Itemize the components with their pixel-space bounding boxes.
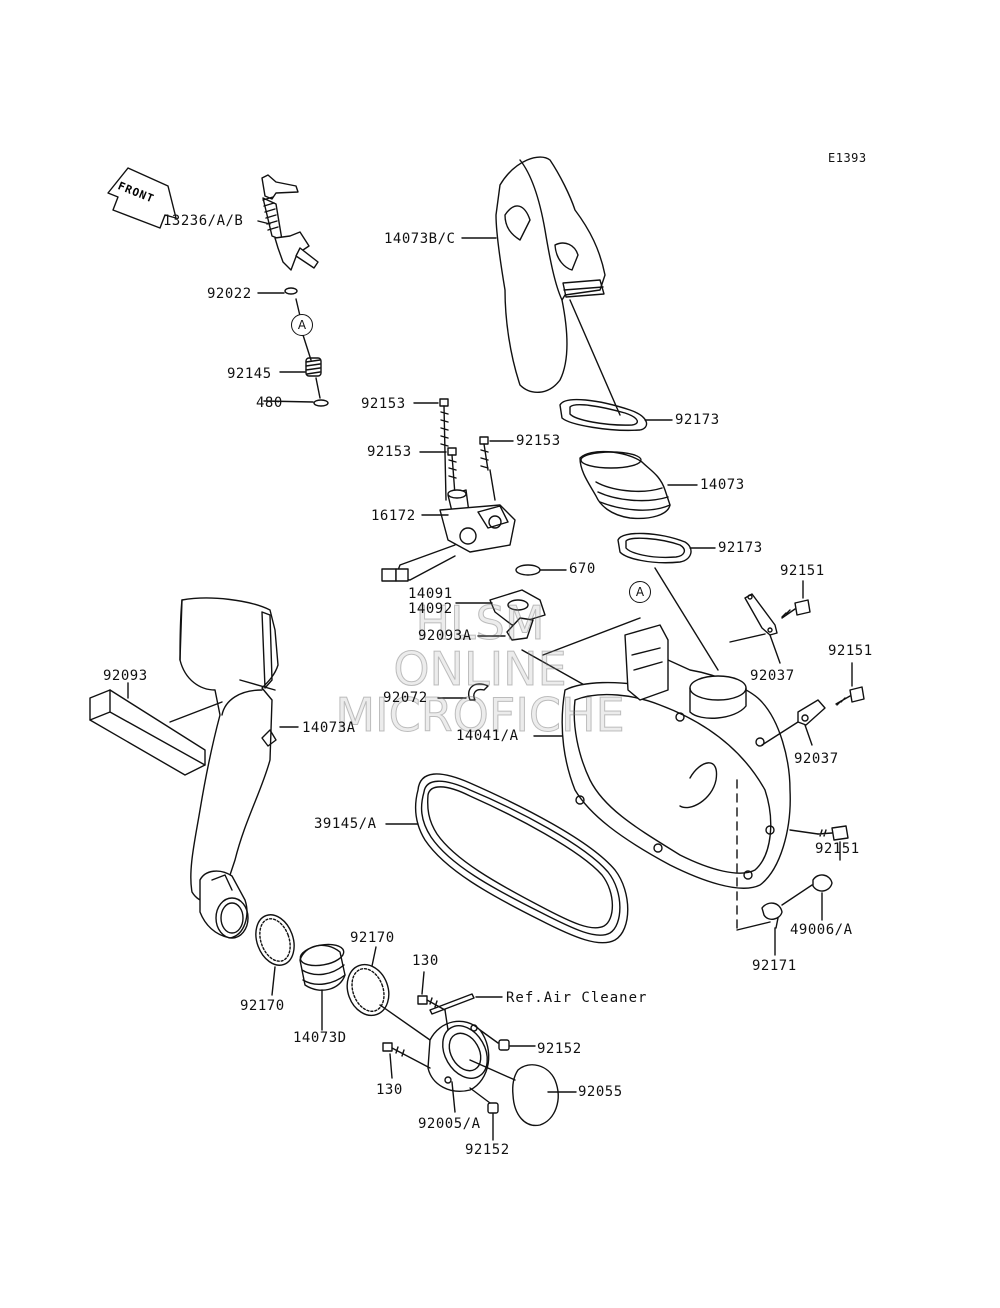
- seal-92093a: [506, 617, 534, 641]
- spring-92145: [305, 357, 322, 377]
- servo-actuator: [381, 489, 516, 582]
- part-label: 14091: [408, 586, 453, 602]
- part-label: 92152: [465, 1142, 510, 1158]
- o-ring-670: [515, 564, 541, 576]
- part-label: 92037: [794, 751, 839, 767]
- clamp-92170-left: [255, 914, 295, 966]
- bolt-92153-a: [439, 398, 449, 501]
- part-label: 92173: [675, 412, 720, 428]
- part-label: 14092: [408, 601, 453, 617]
- gasket-lower: [617, 532, 692, 564]
- filter-element: [89, 689, 206, 776]
- clip-92072: [468, 683, 489, 701]
- part-label: 16172: [371, 508, 416, 524]
- clamp-92170-right: [346, 963, 390, 1017]
- lower-duct: [179, 597, 279, 939]
- part-label: 92170: [240, 998, 285, 1014]
- screw-130-upper: [417, 995, 446, 1011]
- pin: [429, 993, 475, 1015]
- part-label: 92093: [103, 668, 148, 684]
- part-label: 130: [376, 1082, 403, 1098]
- vent-cap: [427, 1020, 490, 1092]
- bracket-92037-lower: [797, 699, 826, 726]
- part-label: 14073D: [293, 1030, 347, 1046]
- diagram-code: E1393: [828, 151, 867, 165]
- part-label: 92151: [815, 841, 860, 857]
- part-label: 92170: [350, 930, 395, 946]
- part-label: 92145: [227, 366, 272, 382]
- nut-92152-lower: [487, 1102, 499, 1114]
- part-label: 14073: [700, 477, 745, 493]
- part-label: 14073B/C: [384, 231, 456, 247]
- part-label: 480: [256, 395, 283, 411]
- reference-note: Ref.Air Cleaner: [506, 990, 648, 1006]
- bolt-92153-b: [447, 447, 457, 496]
- washer-92022: [284, 287, 298, 295]
- part-label: 130: [412, 953, 439, 969]
- bolt-92151-lower: [817, 825, 849, 841]
- part-label: 49006/A: [790, 922, 853, 938]
- gasket-92055: [512, 1064, 559, 1127]
- plate-14091: [489, 589, 546, 626]
- bolt-92151-mid: [835, 686, 865, 706]
- part-label: 92072: [383, 690, 428, 706]
- part-label: 39145/A: [314, 816, 377, 832]
- part-label: 92171: [752, 958, 797, 974]
- part-label: 92005/A: [418, 1116, 481, 1132]
- bolt-92153-c: [479, 436, 489, 471]
- cvt-housing: [561, 624, 791, 931]
- collar-92171: [761, 902, 783, 929]
- coupler-14073d: [299, 943, 346, 991]
- o-ring-480: [313, 399, 329, 407]
- part-label: 92173: [718, 540, 763, 556]
- part-label: 92153: [516, 433, 561, 449]
- upper-duct: [495, 156, 606, 393]
- part-label: 92153: [367, 444, 412, 460]
- part-label: 92037: [750, 668, 795, 684]
- watermark-line-2: ONLINE: [393, 642, 567, 696]
- nut-92152-upper: [498, 1039, 510, 1051]
- watermark-line-3: MICROFICHE: [335, 688, 625, 742]
- part-label: 92151: [828, 643, 873, 659]
- part-label: 92153: [361, 396, 406, 412]
- gasket-upper: [559, 398, 648, 432]
- part-label: 92152: [537, 1041, 582, 1057]
- bolt-92151-upper: [781, 599, 811, 619]
- part-label: 92022: [207, 286, 252, 302]
- watermark-line-1: HLSM: [415, 596, 545, 650]
- intake-boot: [579, 450, 671, 520]
- circle-marker-a-right: A: [629, 581, 651, 603]
- circle-marker-a-left: A: [291, 314, 313, 336]
- part-label: 14041/A: [456, 728, 519, 744]
- bracket-92037-upper: [744, 593, 778, 636]
- part-label: 14073A: [302, 720, 356, 736]
- screw-130-lower: [382, 1042, 431, 1069]
- drive-belt: [414, 773, 629, 944]
- part-label: 670: [569, 561, 596, 577]
- part-label: 92151: [780, 563, 825, 579]
- part-label: 92093A: [418, 628, 472, 644]
- part-label: 13236/A/B: [163, 213, 244, 229]
- part-label: 92055: [578, 1084, 623, 1100]
- rubber-49006: [812, 874, 833, 892]
- choke-lever-assembly: [257, 174, 319, 271]
- front-arrow-icon: [107, 167, 177, 229]
